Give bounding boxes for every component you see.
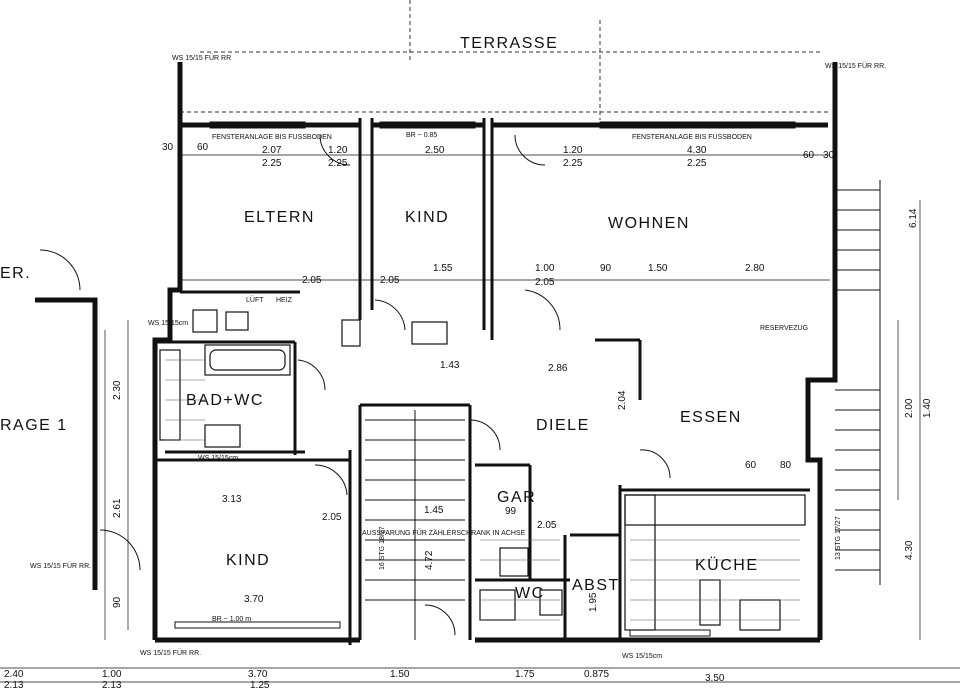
- dim-mid-4: 1.55: [433, 263, 453, 274]
- note-heiz: HEIZ: [276, 297, 293, 304]
- dim-diele-1: 1.43: [440, 360, 460, 371]
- dim-diele-3: 2.04: [617, 390, 628, 410]
- dim-30b: 30: [823, 150, 835, 161]
- dim-bottom-10: 1.25: [250, 680, 270, 688]
- note-ws-right: WS 15/15 FÜR RR.: [825, 62, 886, 70]
- dim-k1: 60: [745, 460, 757, 471]
- note-ws-kitchen: WS 15/15cm: [622, 653, 662, 660]
- dimension-lines: [0, 154, 960, 683]
- dim-mid-1: 2.05: [302, 275, 322, 286]
- dim-side-4: 2.00: [904, 398, 915, 418]
- dim-mid-6: 1.50: [648, 263, 668, 274]
- note-br-bottom: BR ~ 1.00 m: [212, 616, 251, 623]
- dim-mid-8: 90: [600, 263, 612, 274]
- room-wc: WC: [515, 585, 545, 602]
- windows: [174, 121, 796, 637]
- room-essen: ESSEN: [680, 409, 742, 426]
- dim-bottom-6: 1.50: [390, 669, 410, 680]
- note-aussparung: AUSSPARUNG FÜR ZÄHLERSCHRANK IN ACHSE: [362, 529, 526, 537]
- note-fenster-left: FENSTERANLAGE BIS FUSSBODEN: [212, 134, 332, 141]
- note-lueft: LÜFT: [246, 296, 264, 304]
- room-garage: RAGE 1: [0, 417, 68, 434]
- dim-k2: 80: [780, 460, 792, 471]
- interior-walls: [155, 118, 810, 645]
- dim-bottom-2: 2.13: [4, 680, 24, 688]
- terrace-outline: [180, 0, 830, 120]
- dim-kind-3: 3.70: [244, 594, 264, 605]
- dim-top-6: 1.20: [563, 145, 583, 156]
- dim-side-3: 90: [112, 596, 123, 608]
- dim-gar2: 2.05: [537, 520, 557, 531]
- dim-bottom-5: 3.70: [248, 669, 268, 680]
- dim-stair2: 4.72: [424, 550, 435, 570]
- dim-top-3: 1.20: [328, 145, 348, 156]
- dim-side-7: 6.14: [908, 208, 919, 228]
- note-ws-left: WS 15/15 FÜR RR: [172, 54, 231, 62]
- room-kueche: KÜCHE: [695, 556, 759, 574]
- dim-bottom-9: 3.50: [705, 673, 725, 684]
- room-bad-wc: BAD+WC: [186, 392, 264, 409]
- dim-60a: 60: [197, 142, 209, 153]
- room-diele: DIELE: [536, 417, 590, 434]
- note-br-top: BR ~ 0.85: [406, 132, 437, 139]
- dim-abst: 1.95: [588, 592, 599, 612]
- note-stg-right: 13 STG 17/27: [835, 516, 842, 560]
- tile-pattern: [165, 359, 800, 621]
- dim-diele-2: 2.86: [548, 363, 568, 374]
- staircase-left: [365, 410, 465, 640]
- dim-side-6: 4.30: [904, 540, 915, 560]
- dim-gar: 99: [505, 506, 517, 517]
- room-abst: ABST: [572, 577, 620, 594]
- staircase-right: [835, 180, 881, 585]
- dim-top-5: 2.50: [425, 145, 445, 156]
- note-reserve: RESERVEZUG: [760, 325, 808, 332]
- room-kind-top: KIND: [405, 209, 449, 226]
- note-stg-left: 16 STG 18/27: [379, 526, 386, 570]
- dim-60b: 60: [803, 150, 815, 161]
- dim-mid-7: 2.80: [745, 263, 765, 274]
- note-ws-garage: WS 15/15 FÜR RR.: [30, 562, 91, 570]
- dim-top-2: 2.25: [262, 158, 282, 169]
- dim-mid-2: 2.05: [380, 275, 400, 286]
- room-eltern: ELTERN: [244, 209, 315, 226]
- dim-side-1: 2.30: [112, 380, 123, 400]
- room-kind-bottom: KIND: [226, 552, 270, 569]
- dim-top-8: 4.30: [687, 145, 707, 156]
- dim-mid-3: 2.05: [535, 277, 555, 288]
- dim-top-1: 2.07: [262, 145, 282, 156]
- dim-bottom-4: 2.13: [102, 680, 122, 688]
- dim-side-5: 1.40: [922, 398, 933, 418]
- dim-bottom-7: 1.75: [515, 669, 535, 680]
- terrace-label: TERRASSE: [460, 35, 558, 52]
- bathroom-fixtures: [159, 309, 448, 448]
- dim-side-2: 2.61: [112, 498, 123, 518]
- dim-bottom-8: 0.875: [584, 669, 609, 680]
- dim-top-7: 2.25: [563, 158, 583, 169]
- exterior-walls: [35, 62, 838, 643]
- dim-stair: 1.45: [424, 505, 444, 516]
- dim-30a: 30: [162, 142, 174, 153]
- dim-top-9: 2.25: [687, 158, 707, 169]
- note-ws-kind: WS 15/15cm: [198, 455, 238, 462]
- dim-bottom-1: 2.40: [4, 669, 24, 680]
- room-gar: GAR: [497, 489, 536, 506]
- dim-kind-2: 2.05: [322, 512, 342, 523]
- note-ws-bad: WS 15/15cm: [148, 320, 188, 327]
- room-wohnen: WOHNEN: [608, 215, 690, 232]
- dim-kind-1: 3.13: [222, 494, 242, 505]
- dim-top-4: 2.25: [328, 158, 348, 169]
- room-ger: ER.: [0, 265, 31, 282]
- note-fenster-right: FENSTERANLAGE BIS FUSSBODEN: [632, 134, 752, 141]
- dim-bottom-3: 1.00: [102, 669, 122, 680]
- door-swings: [39, 134, 671, 636]
- note-ws-bottom: WS 15/15 FÜR RR.: [140, 649, 201, 657]
- dim-mid-5: 1.00: [535, 263, 555, 274]
